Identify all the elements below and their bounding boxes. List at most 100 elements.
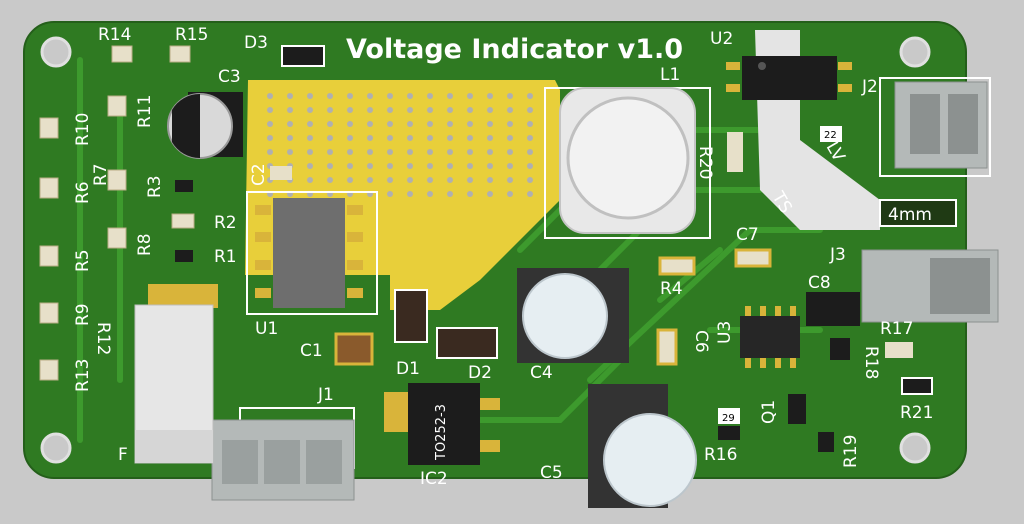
capacitor-c5	[588, 384, 697, 508]
via	[527, 93, 533, 99]
via	[507, 93, 513, 99]
via	[407, 121, 413, 127]
via	[347, 177, 353, 183]
small-parts-right	[656, 132, 933, 452]
via	[327, 121, 333, 127]
label-r13: R13	[73, 359, 93, 392]
label-r18: R18	[861, 346, 881, 379]
via	[467, 121, 473, 127]
via	[467, 93, 473, 99]
label-c7: C7	[736, 225, 759, 245]
label-r15: R15	[175, 25, 208, 45]
label-ic2: IC2	[420, 469, 448, 489]
via	[487, 163, 493, 169]
via	[467, 191, 473, 197]
via	[467, 149, 473, 155]
via	[327, 107, 333, 113]
inductor-l1	[544, 87, 711, 239]
via	[367, 149, 373, 155]
fuse-f	[134, 284, 218, 464]
via	[307, 107, 313, 113]
via	[407, 135, 413, 141]
via	[427, 163, 433, 169]
label-c4: C4	[530, 363, 553, 383]
tag-j2-box	[820, 126, 842, 142]
label-r19: R19	[841, 435, 861, 468]
via	[527, 121, 533, 127]
capacitor-c1	[334, 332, 374, 366]
via	[367, 107, 373, 113]
label-r9: R9	[73, 303, 93, 326]
via	[367, 121, 373, 127]
via	[487, 121, 493, 127]
label-r14: R14	[98, 25, 131, 45]
via	[507, 121, 513, 127]
label-q1: Q1	[759, 400, 779, 424]
via	[427, 177, 433, 183]
label-c1: C1	[300, 341, 323, 361]
via	[367, 177, 373, 183]
via	[447, 163, 453, 169]
small-pads	[175, 166, 292, 262]
via	[387, 135, 393, 141]
label-c6: C6	[691, 330, 711, 353]
via	[507, 135, 513, 141]
resistor-array-left	[39, 45, 195, 381]
via	[487, 135, 493, 141]
label-r16: R16	[704, 445, 737, 465]
via	[387, 191, 393, 197]
via	[287, 121, 293, 127]
via	[527, 191, 533, 197]
label-d1: D1	[396, 359, 420, 379]
via	[347, 107, 353, 113]
via	[447, 191, 453, 197]
via	[387, 93, 393, 99]
via	[447, 149, 453, 155]
connector-j2	[879, 77, 991, 177]
via	[307, 93, 313, 99]
label-c5: C5	[540, 463, 563, 483]
via	[467, 177, 473, 183]
capacitor-c3	[167, 92, 243, 159]
via	[307, 149, 313, 155]
label-r20: R20	[695, 146, 715, 179]
label-d2: D2	[468, 363, 492, 383]
label-r17: R17	[880, 319, 913, 339]
via	[387, 177, 393, 183]
label-c3: C3	[218, 67, 241, 87]
diode-d1	[394, 289, 428, 343]
via	[487, 93, 493, 99]
slot-label-box	[879, 199, 957, 227]
mounting-hole	[40, 36, 72, 68]
via	[507, 107, 513, 113]
via	[307, 163, 313, 169]
via	[527, 177, 533, 183]
via	[407, 163, 413, 169]
capacitor-c8	[806, 292, 860, 326]
diode-d2	[436, 327, 498, 359]
via	[347, 135, 353, 141]
via	[407, 191, 413, 197]
label-r12: R12	[93, 322, 113, 355]
via	[487, 177, 493, 183]
via	[327, 177, 333, 183]
via	[307, 177, 313, 183]
label-c8: C8	[808, 273, 831, 293]
label-u2: U2	[710, 29, 733, 49]
via	[427, 107, 433, 113]
via	[267, 121, 273, 127]
label-u3: U3	[715, 321, 735, 344]
via	[527, 163, 533, 169]
via	[467, 135, 473, 141]
via	[347, 93, 353, 99]
label-r21: R21	[900, 403, 933, 423]
via	[287, 93, 293, 99]
ic-u2	[726, 56, 852, 100]
via	[327, 93, 333, 99]
label-r3: R3	[145, 175, 165, 198]
via	[407, 107, 413, 113]
via	[447, 121, 453, 127]
via	[267, 149, 273, 155]
via	[527, 149, 533, 155]
